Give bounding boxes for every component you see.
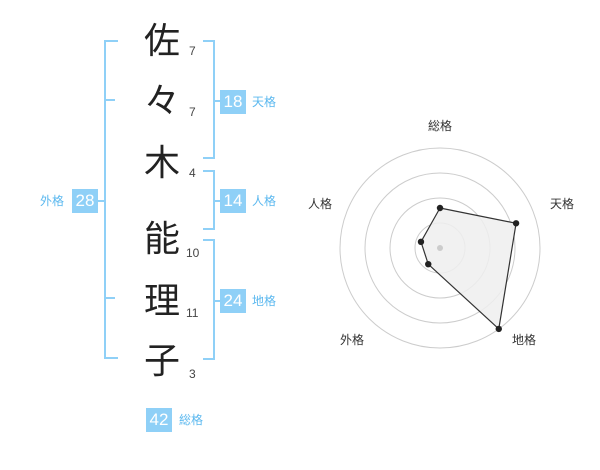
stroke-count-2: 7 [189, 105, 196, 119]
radar-axis-label-2: 天格 [550, 196, 574, 211]
jinkaku-label: 人格 [252, 194, 277, 208]
radar-axis-label-5: 人格 [308, 196, 332, 211]
tenkaku-bracket [203, 40, 215, 159]
radar-point-3 [495, 325, 502, 333]
gaikaku-bracket [104, 40, 118, 359]
radar-ring-3 [364, 172, 516, 324]
jinkaku-badge: 14 [220, 189, 246, 213]
stroke-count-1: 7 [189, 44, 196, 58]
name-char-5: 理 [143, 281, 180, 322]
radar-point-5 [417, 238, 425, 246]
radar-area [420, 207, 517, 331]
chikaku-label: 地格 [252, 294, 277, 308]
radar-point-2 [512, 220, 520, 227]
radar-ring-4 [339, 147, 541, 349]
radar-point-1 [436, 204, 444, 212]
stroke-count-4: 10 [186, 246, 200, 260]
name-char-2: 々 [143, 81, 180, 122]
tenkaku-label: 天格 [252, 95, 277, 109]
radar-axis-label-3: 地格 [512, 332, 536, 347]
name-char-6: 子 [143, 341, 180, 382]
stroke-count-5: 11 [186, 306, 199, 320]
gaikaku-label: 外格 [40, 194, 65, 208]
stroke-count-6: 3 [189, 367, 196, 381]
radar-center-dot [437, 245, 443, 251]
tenkaku-badge: 18 [220, 90, 246, 114]
chikaku-bracket [203, 239, 215, 360]
name-char-4: 能 [143, 219, 180, 260]
radar-axis-label-1: 総格 [428, 118, 452, 133]
stroke-count-3: 4 [189, 166, 196, 180]
radar-point-4 [425, 260, 432, 268]
gaikaku-badge: 28 [72, 189, 98, 213]
soukaku-label: 総格 [179, 413, 204, 427]
name-char-1: 佐 [143, 21, 180, 62]
name-char-3: 木 [143, 143, 180, 184]
radar-axis-label-4: 外格 [340, 332, 364, 347]
chikaku-badge: 24 [220, 289, 246, 313]
soukaku-badge: 42 [146, 408, 172, 432]
